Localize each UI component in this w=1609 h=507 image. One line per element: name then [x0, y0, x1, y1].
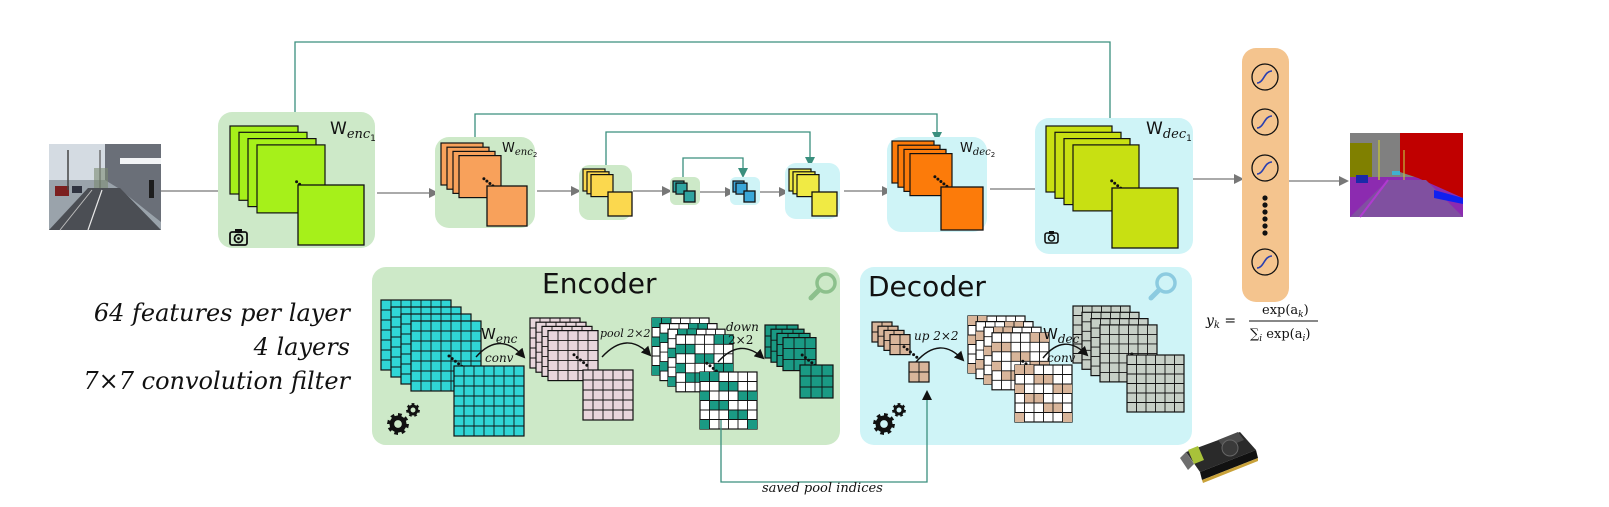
softmax-layer: [1242, 48, 1289, 302]
decoder-upsampled-maps: [967, 315, 1073, 423]
network-parameters: 64 features per layer 4 layers 7×7 convo…: [83, 299, 351, 395]
conv-arrow-decoder: [1042, 343, 1089, 359]
output-segmentation-image: [1350, 133, 1463, 218]
conv-label-encoder: conv: [485, 351, 514, 365]
label-w-enc1: Wenc1: [330, 119, 376, 144]
softmax-formula: yk = exp(ak) ∑i exp(ai): [1205, 303, 1318, 344]
magnifier-icon: [1148, 272, 1177, 301]
softmax-ellipsis: [1262, 195, 1268, 236]
panel-arrow-labels: Wenc conv pool 2×2 down 2×2 up 2×2 Wdec …: [481, 320, 1080, 365]
label-w-dec1: Wdec1: [1146, 119, 1192, 144]
decoder-block-3: [785, 163, 840, 219]
decoder-block-4: [730, 177, 760, 205]
decoder-block-2: [887, 137, 987, 232]
label-w-enc2: Wenc2: [502, 141, 537, 159]
feature-map: [590, 174, 614, 198]
decoder-block-1: [1035, 118, 1193, 254]
pool-label: pool 2×2: [600, 327, 651, 340]
feature-map-front: [1111, 187, 1179, 249]
gpu-card-icon: [1180, 432, 1258, 483]
encoder-downsampled-maps: [764, 324, 834, 399]
up-arrow: [915, 347, 965, 363]
w-dec-label: Wdec: [1043, 325, 1080, 346]
sigmoid-icon: [1251, 63, 1279, 91]
gear-icon: [873, 413, 895, 435]
skip-connection-1: [294, 41, 1115, 133]
encoder-title: Encoder: [542, 267, 657, 300]
down-label: down: [726, 320, 759, 334]
encoder-block-2: [435, 137, 535, 228]
skip-connection-2: [474, 113, 942, 142]
grid-feature-map: [699, 371, 758, 430]
sigmoid-icon: [1251, 154, 1279, 182]
block-labels: Wenc1 Wenc2 Wdec2 Wdec1: [330, 119, 1192, 159]
feature-map-front: [297, 184, 365, 246]
gear-icon: [406, 403, 420, 417]
gear-icon: [387, 413, 409, 435]
feature-map-front: [940, 186, 984, 231]
skip-connections: [294, 41, 1115, 178]
conv-label-decoder: conv: [1047, 351, 1076, 365]
layer-blocks: [218, 112, 1193, 254]
pool-arrow: [601, 342, 652, 358]
camera-icon: [229, 229, 248, 246]
decoder-title: Decoder: [868, 270, 986, 303]
feature-map-front: [811, 191, 838, 217]
skip-connection-3: [605, 131, 815, 167]
input-street-image: [49, 144, 161, 231]
saved-pool-indices-label: saved pool indices: [762, 481, 883, 496]
saved-pool-indices: saved pool indices: [720, 390, 932, 496]
camera-icon: [1044, 231, 1059, 244]
label-w-dec2: Wdec2: [960, 141, 995, 159]
feature-map-front: [486, 185, 528, 227]
feature-grids: [380, 299, 1185, 437]
grid-feature-map: [1126, 354, 1185, 413]
encoder-block-3: [579, 165, 633, 220]
grid-feature-map: [799, 364, 834, 399]
grid-feature-map: [1014, 364, 1073, 423]
down-arrow: [717, 347, 765, 363]
sigmoid-icon: [1251, 248, 1279, 276]
encoder-conv-maps: [380, 299, 525, 437]
feature-map-front: [743, 190, 756, 203]
formula-lhs: yk =: [1205, 313, 1236, 331]
w-enc-label: Wenc: [481, 325, 518, 346]
encoder-pool-maps: [651, 317, 758, 430]
skip-connection-4: [682, 157, 748, 178]
up-label: up 2×2: [914, 329, 959, 343]
feature-map: [675, 182, 688, 195]
formula-numerator: exp(ak): [1262, 303, 1309, 320]
encoder-conv-output: [529, 317, 634, 421]
magnifier-icon: [808, 272, 837, 301]
feature-map-front: [683, 190, 696, 203]
grid-feature-map: [582, 369, 634, 421]
decoder-input-maps: [871, 321, 930, 383]
feature-map: [796, 174, 820, 198]
formula-denominator: ∑i exp(ai): [1250, 327, 1310, 344]
conv-arrow-encoder: [475, 342, 526, 359]
panel-arrows: [475, 342, 1089, 363]
down-size-label: 2×2: [728, 333, 753, 347]
param-filter: 7×7 convolution filter: [83, 367, 351, 395]
grid-feature-map: [889, 334, 911, 356]
encoder-block-1: [218, 112, 375, 248]
sigmoid-icon: [1251, 108, 1279, 136]
encoder-block-4: [670, 177, 700, 205]
grid-feature-map: [908, 361, 930, 383]
param-features: 64 features per layer: [94, 299, 352, 327]
feature-map: [735, 182, 748, 195]
feature-map-front: [607, 191, 633, 217]
gear-icon: [892, 403, 906, 417]
param-layers: 4 layers: [253, 333, 350, 361]
grid-feature-map: [453, 365, 525, 437]
